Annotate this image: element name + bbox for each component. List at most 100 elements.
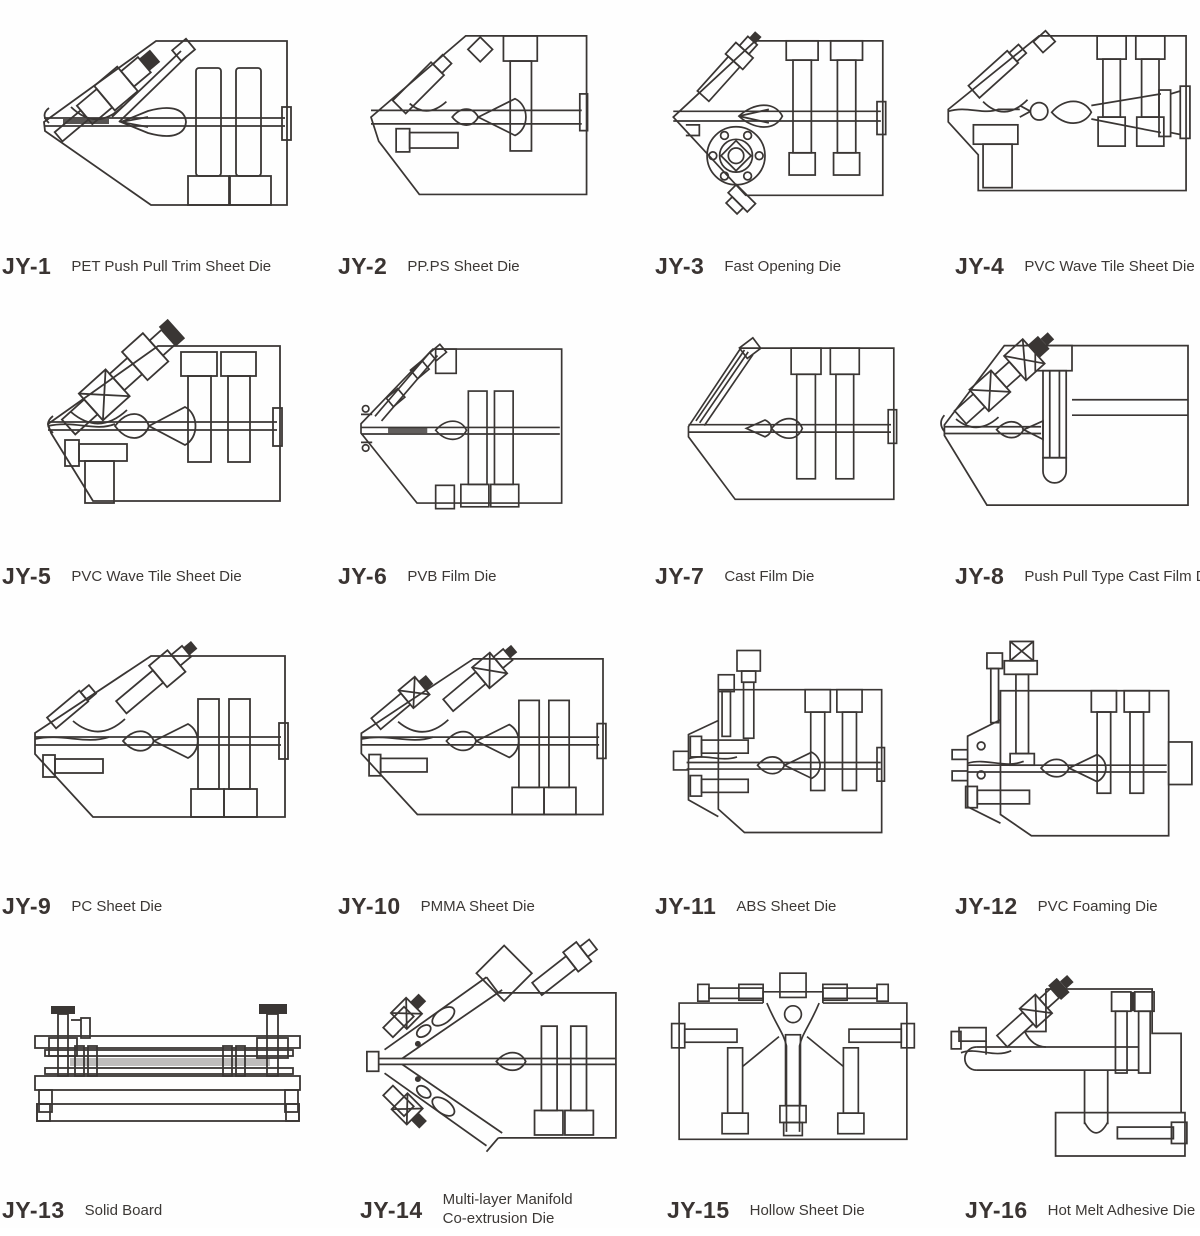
bolts bbox=[786, 41, 885, 175]
angled-adjuster bbox=[392, 37, 492, 113]
die-cell-jy-3: JY-3 Fast Opening Die bbox=[643, 0, 943, 292]
jy-14-caption: JY-14 Multi-layer Manifold Co-extrusion … bbox=[330, 1184, 643, 1236]
die-body bbox=[679, 991, 907, 1138]
jy-7-label: Cast Film Die bbox=[724, 568, 814, 585]
jy-15-drawing-area bbox=[643, 934, 943, 1184]
jy-5-code: JY-5 bbox=[2, 563, 51, 590]
flow-channel bbox=[35, 724, 281, 758]
die-cell-jy-7: JY-7 Cast Film Die bbox=[643, 292, 943, 604]
lip-bolts bbox=[690, 736, 748, 796]
top-bolt-tower bbox=[718, 650, 760, 738]
jy-2-code: JY-2 bbox=[338, 253, 387, 280]
die-body bbox=[361, 349, 562, 503]
lip-bracket bbox=[362, 406, 369, 452]
jy-15-code: JY-15 bbox=[667, 1197, 730, 1224]
jy-5-drawing-area bbox=[0, 292, 330, 548]
jy-6-drawing-area bbox=[330, 292, 643, 548]
catalog-row-4: JY-13 Solid Board bbox=[0, 934, 1200, 1228]
angled-adjusters bbox=[47, 635, 204, 729]
angled-adjuster bbox=[949, 323, 1062, 429]
jy-9-caption: JY-9 PC Sheet Die bbox=[0, 878, 330, 934]
angled-adjusters bbox=[368, 639, 523, 733]
jy-16-die-drawing bbox=[932, 937, 1200, 1182]
jy-10-drawing-area bbox=[330, 604, 643, 878]
jy-9-die-drawing bbox=[15, 621, 315, 861]
bolts bbox=[369, 700, 606, 814]
flow-channel bbox=[687, 752, 881, 778]
jy-1-drawing-area bbox=[0, 0, 330, 240]
top-bolt-tower bbox=[986, 641, 1036, 765]
jy-2-label: PP.PS Sheet Die bbox=[407, 258, 519, 275]
die-cell-jy-15: JY-15 Hollow Sheet Die bbox=[643, 934, 943, 1236]
jy-6-caption: JY-6 PVB Film Die bbox=[330, 548, 643, 604]
jy-4-drawing-area bbox=[943, 0, 1200, 240]
jy-8-caption: JY-8 Push Pull Type Cast Film Die bbox=[943, 548, 1200, 604]
die-body bbox=[476, 945, 615, 1151]
jy-16-label: Hot Melt Adhesive Die bbox=[1048, 1202, 1196, 1219]
jy-3-code: JY-3 bbox=[655, 253, 704, 280]
die-cell-jy-8: JY-8 Push Pull Type Cast Film Die bbox=[943, 292, 1200, 604]
flow-channel bbox=[944, 420, 1043, 438]
jy-6-code: JY-6 bbox=[338, 563, 387, 590]
jy-7-die-drawing bbox=[653, 305, 933, 535]
jy-11-die-drawing bbox=[653, 624, 933, 859]
jy-11-drawing-area bbox=[643, 604, 943, 878]
jy-11-caption: JY-11 ABS Sheet Die bbox=[643, 878, 943, 934]
die-cell-jy-4: JY-4 PVC Wave Tile Sheet Die bbox=[943, 0, 1200, 292]
jy-13-code: JY-13 bbox=[2, 1197, 65, 1224]
die-cell-jy-5: JY-5 PVC Wave Tile Sheet Die bbox=[0, 292, 330, 604]
bolts bbox=[188, 68, 291, 205]
bolts bbox=[535, 1026, 594, 1135]
die-cell-jy-13: JY-13 Solid Board bbox=[0, 934, 330, 1236]
jy-8-code: JY-8 bbox=[955, 563, 1004, 590]
jy-3-drawing-area bbox=[643, 0, 943, 240]
jy-5-label: PVC Wave Tile Sheet Die bbox=[71, 568, 241, 585]
bolts bbox=[435, 391, 518, 509]
jy-6-die-drawing bbox=[347, 304, 627, 536]
jy-7-drawing-area bbox=[643, 292, 943, 548]
jy-5-die-drawing bbox=[15, 296, 315, 544]
die-body bbox=[941, 345, 1188, 504]
jy-12-drawing-area bbox=[943, 604, 1200, 878]
jy-13-drawing-area bbox=[0, 934, 330, 1184]
jy-6-label: PVB Film Die bbox=[407, 568, 496, 585]
jy-16-caption: JY-16 Hot Melt Adhesive Die bbox=[943, 1184, 1200, 1236]
jy-14-drawing-area bbox=[330, 934, 643, 1184]
die-cell-jy-1: JY-1 PET Push Pull Trim Sheet Die bbox=[0, 0, 330, 292]
catalog-row-3: JY-9 PC Sheet Die bbox=[0, 604, 1200, 934]
jy-7-code: JY-7 bbox=[655, 563, 704, 590]
jy-2-caption: JY-2 PP.PS Sheet Die bbox=[330, 240, 643, 292]
jy-13-caption: JY-13 Solid Board bbox=[0, 1184, 330, 1236]
jy-5-caption: JY-5 PVC Wave Tile Sheet Die bbox=[0, 548, 330, 604]
die-cell-jy-10: JY-10 PMMA Sheet Die bbox=[330, 604, 643, 934]
die-cell-jy-9: JY-9 PC Sheet Die bbox=[0, 604, 330, 934]
flow-channel bbox=[48, 407, 277, 445]
jy-9-label: PC Sheet Die bbox=[71, 898, 162, 915]
jy-10-label: PMMA Sheet Die bbox=[421, 898, 535, 915]
angled-adjuster bbox=[968, 31, 1055, 98]
top-bolts bbox=[698, 984, 888, 1001]
base-frame bbox=[37, 1090, 299, 1121]
flow-channel bbox=[361, 725, 599, 758]
jy-16-code: JY-16 bbox=[965, 1197, 1028, 1224]
jy-15-caption: JY-15 Hollow Sheet Die bbox=[643, 1184, 943, 1236]
jy-13-label: Solid Board bbox=[85, 1202, 163, 1219]
jy-12-code: JY-12 bbox=[955, 893, 1018, 920]
board-core bbox=[70, 1058, 270, 1066]
jy-8-label: Push Pull Type Cast Film Die bbox=[1024, 568, 1200, 585]
jy-14-die-drawing bbox=[339, 934, 634, 1184]
flow-channel bbox=[688, 419, 891, 439]
flow-channel bbox=[967, 754, 1166, 781]
jy-8-drawing-area bbox=[943, 292, 1200, 548]
jy-4-label: PVC Wave Tile Sheet Die bbox=[1024, 258, 1194, 275]
jy-7-caption: JY-7 Cast Film Die bbox=[643, 548, 943, 604]
angled-adjuster bbox=[993, 969, 1079, 1050]
die-body bbox=[48, 346, 280, 501]
jy-8-die-drawing bbox=[927, 303, 1200, 538]
jy-3-label: Fast Opening Die bbox=[724, 258, 841, 275]
jy-14-label: Multi-layer Manifold Co-extrusion Die bbox=[443, 1191, 593, 1229]
flow-channel bbox=[371, 99, 582, 136]
side-bolts bbox=[672, 1023, 915, 1133]
jy-14-code: JY-14 bbox=[360, 1197, 423, 1224]
